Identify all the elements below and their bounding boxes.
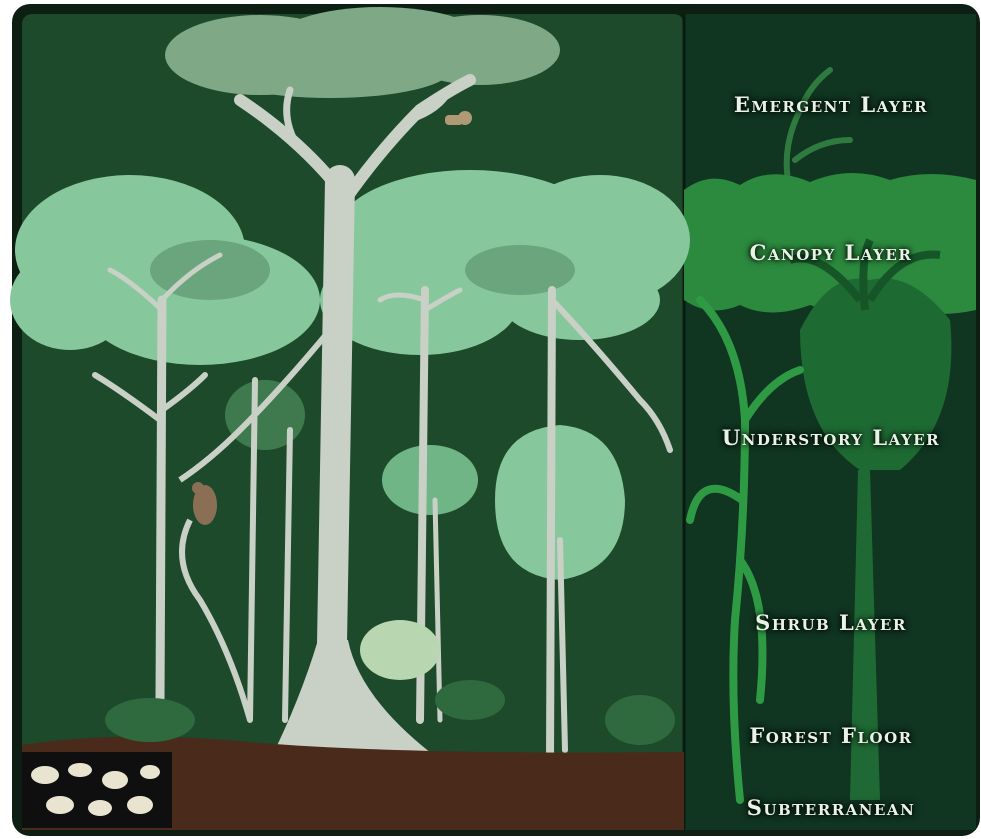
layer-label-canopy: Canopy Layer	[681, 240, 981, 265]
layer-label-understory: Understory Layer	[681, 425, 981, 450]
layer-label-shrub: Shrub Layer	[681, 610, 981, 635]
layer-label-subterranean: Subterranean	[681, 795, 981, 820]
subterranean-rocks	[22, 752, 172, 828]
layer-label-emergent: Emergent Layer	[681, 92, 981, 117]
layer-label-forest-floor: Forest Floor	[681, 723, 981, 748]
